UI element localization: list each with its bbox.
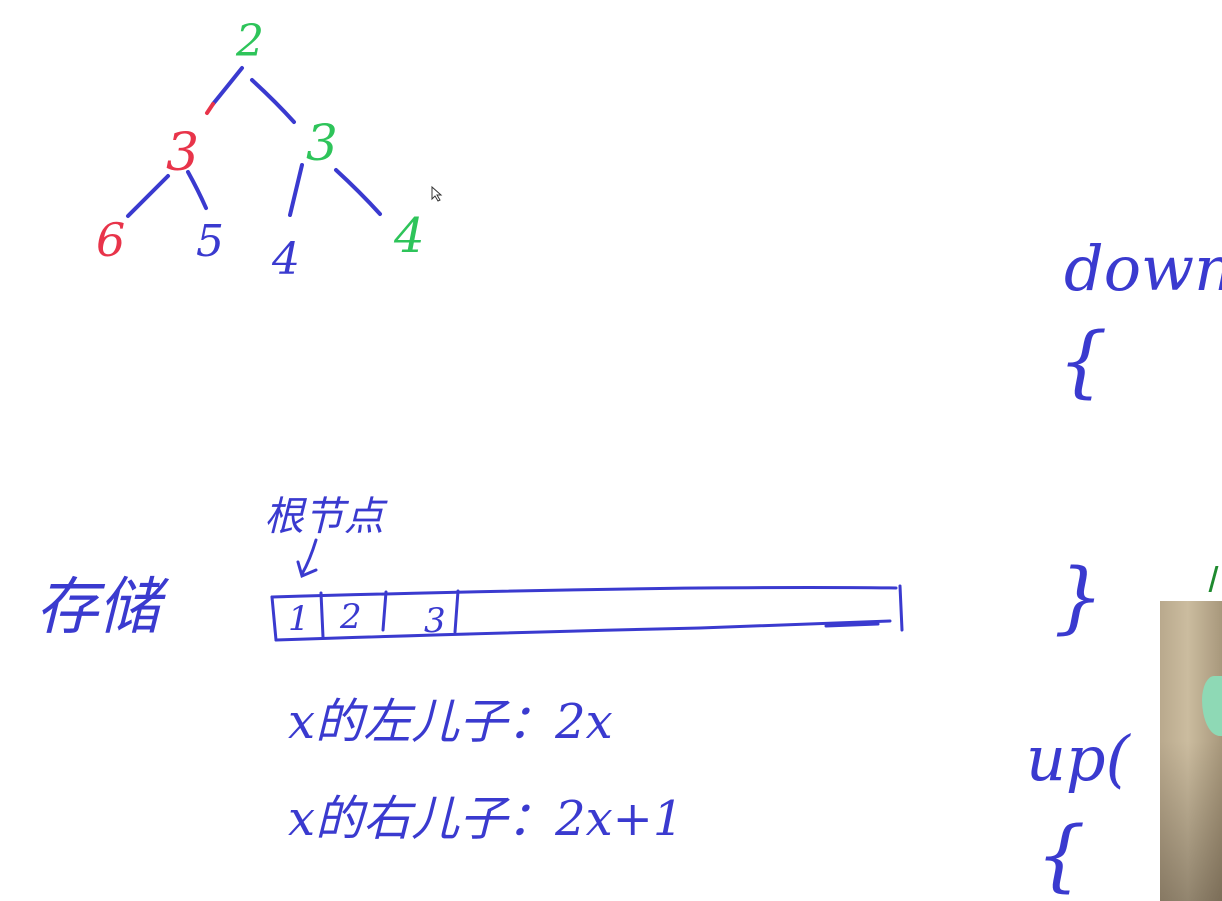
- up-function-label: up(: [1026, 722, 1132, 795]
- down-function-label: down: [1064, 232, 1222, 305]
- array-divider-3: [453, 589, 460, 634]
- down-open-brace: {: [1058, 317, 1108, 407]
- array-strip: [270, 584, 904, 642]
- tree-node-right-left: 4: [271, 234, 300, 285]
- root-arrow: [296, 538, 318, 579]
- array-left-end: [270, 595, 278, 642]
- array-cell-3: 3: [424, 601, 446, 641]
- edge-right-rightleft: [288, 163, 304, 217]
- tree-node-right-right: 4: [393, 208, 425, 264]
- array-right-end: [898, 584, 904, 632]
- array-cell-1: 1: [288, 599, 310, 639]
- tree-edges: [126, 66, 382, 218]
- tree-node-left-right: 5: [196, 216, 224, 267]
- array-divider-1: [319, 591, 325, 639]
- tree-node-root: 2: [235, 16, 264, 67]
- tree-node-right: 3: [306, 114, 338, 172]
- webcam-overlay: [1160, 601, 1222, 901]
- edge-root-left-red: [205, 102, 215, 115]
- left-child-formula: x的左儿子：2x: [288, 694, 613, 750]
- array-top-edge: [270, 586, 898, 599]
- array-bottom-edge: [274, 619, 892, 642]
- edge-root-left: [211, 66, 244, 106]
- edge-root-right: [250, 78, 296, 124]
- array-cell-2: 2: [339, 597, 362, 637]
- down-close-brace: }: [1054, 553, 1104, 643]
- edge-right-rightright: [334, 168, 382, 216]
- root-node-note: 根节点: [264, 494, 388, 540]
- tree-node-left: 3: [166, 123, 199, 183]
- webcam-green-object: [1202, 676, 1222, 736]
- up-open-brace: {: [1036, 811, 1086, 901]
- edge-left-leftright: [186, 170, 208, 210]
- cursor-icon: [431, 185, 443, 202]
- right-child-formula: x的右儿子：2x+1: [288, 791, 683, 847]
- tree-node-left-left: 6: [96, 213, 125, 267]
- array-tail-mark: [824, 622, 880, 628]
- array-divider-2: [381, 590, 388, 632]
- edge-left-leftleft: [126, 174, 170, 218]
- webcam-shade: [1160, 741, 1222, 901]
- storage-label: 存储: [36, 570, 170, 643]
